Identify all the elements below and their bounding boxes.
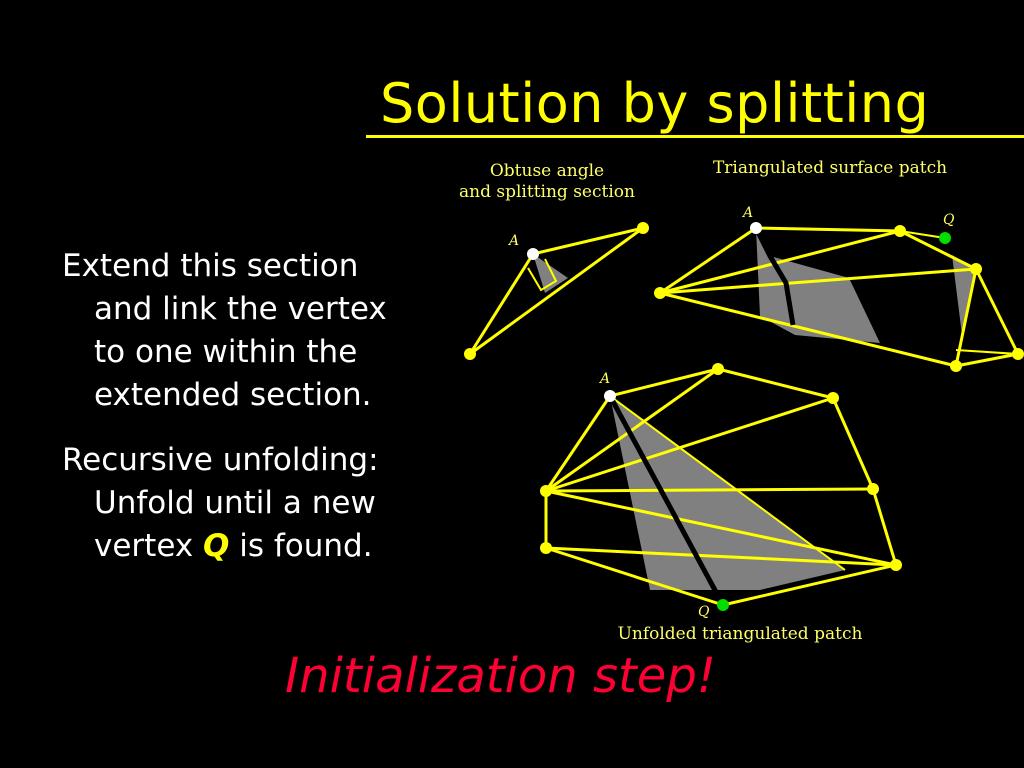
vertex — [867, 483, 879, 495]
edge — [717, 367, 834, 400]
vertex — [654, 287, 666, 299]
bullet-line: Unfold until a new — [94, 485, 376, 521]
label-a: A — [507, 233, 519, 249]
geodesic-path — [607, 394, 726, 607]
vertex — [890, 559, 902, 571]
label-q: Q — [698, 604, 710, 620]
obtuse-angle-diagram: A — [464, 222, 649, 360]
vertex — [970, 263, 982, 275]
edge — [545, 487, 874, 493]
vertex — [950, 360, 962, 372]
edge — [955, 349, 1019, 355]
edge — [469, 226, 644, 356]
triangulated-patch-diagram: A Q — [654, 205, 1024, 372]
bullet-text: vertex — [94, 528, 204, 564]
caption-triangulated-patch: Triangulated surface patch — [712, 158, 948, 178]
bullet-extend-section: Extend this section and link the vertex … — [62, 245, 482, 417]
edge — [974, 268, 1020, 355]
edge — [609, 367, 719, 398]
edge — [659, 267, 977, 295]
slide-title: Solution by splitting — [380, 72, 930, 135]
bullet-line: Recursive unfolding: — [62, 442, 379, 478]
vertex-a — [527, 248, 539, 260]
edge — [545, 546, 897, 567]
edge — [955, 352, 1019, 368]
bullet-text: is found. — [229, 528, 373, 564]
initialization-step-emphasis: Initialization step! — [285, 648, 717, 704]
geodesic-path — [753, 226, 796, 326]
edge — [899, 229, 977, 271]
bullet-line: and link the vertex — [94, 291, 387, 327]
bullet-recursive-unfolding: Recursive unfolding: Unfold until a new … — [62, 439, 482, 568]
label-a: A — [741, 205, 753, 221]
caption-line: and splitting section — [459, 182, 635, 202]
edge — [545, 367, 719, 493]
vertex — [827, 392, 839, 404]
vertex-a — [604, 390, 616, 402]
edge — [532, 226, 644, 256]
label-q: Q — [943, 212, 955, 228]
edge — [468, 253, 535, 355]
edge — [899, 230, 946, 239]
edge — [544, 395, 612, 492]
edge — [545, 546, 724, 607]
vertex-q — [939, 232, 951, 244]
vertex-a — [750, 222, 762, 234]
vertex — [637, 222, 649, 234]
edge — [755, 226, 901, 233]
edge — [609, 395, 846, 571]
vertex — [540, 485, 552, 497]
split-shade — [533, 254, 568, 293]
bullet-line: vertex Q is found. — [62, 525, 482, 568]
vertex — [464, 348, 476, 360]
caption-obtuse-angle: Obtuse angle and splitting section — [452, 161, 642, 203]
edge — [659, 291, 957, 368]
right-angle-marker — [527, 258, 558, 292]
vertex-q-highlight: Q — [203, 528, 230, 564]
vertex — [540, 542, 552, 554]
edge — [831, 397, 875, 490]
bullet-line: Extend this section — [62, 248, 359, 284]
edge — [722, 563, 897, 607]
vertex — [1012, 348, 1024, 360]
edge — [545, 396, 834, 493]
label-a: A — [598, 371, 610, 387]
title-underline — [366, 135, 1024, 138]
bullet-list: Extend this section and link the vertex … — [62, 245, 482, 590]
bullet-line: extended section. — [94, 377, 372, 413]
vertex — [712, 363, 724, 375]
caption-line: Obtuse angle — [489, 161, 605, 181]
edge — [871, 488, 898, 566]
edge — [545, 489, 897, 567]
vertex — [894, 225, 906, 237]
unfold-shade — [952, 255, 975, 335]
edge — [659, 226, 757, 295]
unfolded-patch-diagram: A Q — [540, 363, 902, 620]
edge — [659, 229, 901, 295]
bullet-line: to one within the — [94, 334, 358, 370]
unfold-shade — [756, 228, 880, 343]
vertex-q — [717, 599, 729, 611]
caption-unfolded-patch: Unfolded triangulated patch — [617, 624, 863, 644]
